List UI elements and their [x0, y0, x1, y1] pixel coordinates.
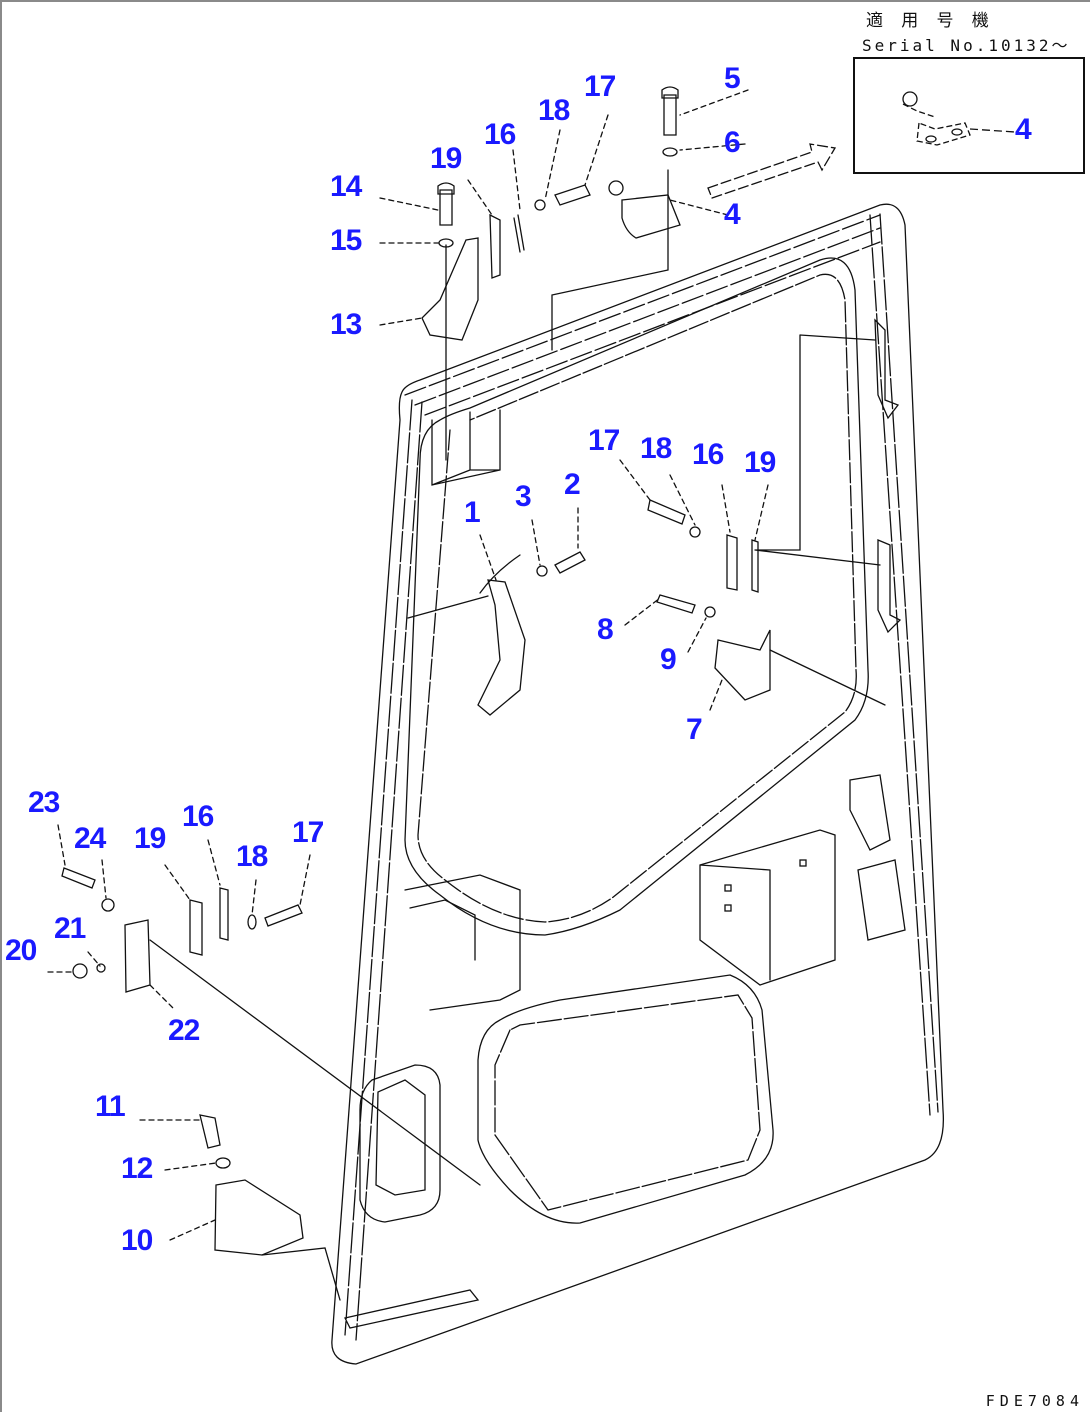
callout-11: 11 [95, 1090, 126, 1123]
door-inner-frame [344, 213, 939, 1341]
plate-22 [124, 919, 151, 993]
applicable-models-label: 適 用 号 機 [866, 11, 993, 31]
hinge-13 [421, 237, 479, 341]
callout-4: 4 [724, 198, 741, 231]
callout-1: 1 [464, 496, 481, 529]
serial-inset-box: 4 [853, 57, 1085, 174]
leader-lines [47, 89, 769, 1241]
callout-15: 15 [330, 224, 362, 257]
callout-18: 18 [236, 840, 268, 873]
callout-16: 16 [182, 800, 214, 833]
door-outer-frame [331, 203, 945, 1365]
callout-19: 19 [744, 446, 776, 479]
bolt-14 [437, 182, 455, 226]
callout-9: 9 [660, 643, 677, 676]
callout-6: 6 [724, 126, 741, 159]
serial-number-label: Serial No.10132～ [862, 36, 1071, 55]
right-hinge-plate [849, 774, 891, 851]
callout-24: 24 [74, 822, 106, 855]
callout-13: 13 [330, 308, 362, 341]
drawing-code: FDE7084 [985, 1392, 1084, 1410]
window-opening [404, 257, 869, 936]
shim-16-mid [726, 534, 738, 591]
inset-callout-4: 4 [1015, 113, 1032, 146]
shim-16-top [513, 214, 525, 253]
bolt-8 [656, 594, 696, 614]
callout-23: 23 [28, 786, 60, 819]
callout-5: 5 [724, 62, 741, 95]
callout-19: 19 [134, 822, 166, 855]
callout-12: 12 [121, 1152, 153, 1185]
lower-panel-recess [404, 874, 521, 1011]
lower-window-opening [477, 974, 774, 1224]
callout-20: 20 [5, 934, 37, 967]
controller-box [699, 829, 836, 986]
washer-6 [662, 147, 678, 157]
bolt-17-mid [647, 499, 686, 525]
callout-17: 17 [292, 816, 324, 849]
callout-3: 3 [515, 480, 532, 513]
inset-arrow [707, 143, 837, 199]
callout-22: 22 [168, 1014, 200, 1047]
handle-1 [477, 579, 526, 716]
plate-19-left [189, 899, 203, 956]
bolt-17-left [264, 904, 303, 927]
inset-bracket-drawing [902, 91, 1016, 146]
hinge-bracket-10 [214, 1179, 304, 1256]
inset-nut [902, 91, 918, 107]
bracket-4 [621, 194, 681, 239]
bolt-11 [199, 1114, 221, 1149]
callout-18: 18 [640, 432, 672, 465]
callout-16: 16 [484, 118, 516, 151]
striker-7 [714, 629, 771, 701]
bolt-23 [61, 867, 96, 889]
callout-19: 19 [430, 142, 462, 175]
callout-18: 18 [538, 94, 570, 127]
bolt-17-top [554, 184, 591, 206]
callout-14: 14 [330, 170, 362, 203]
bolt-2 [554, 551, 586, 574]
plate-19-mid [751, 539, 759, 593]
callout-2: 2 [564, 468, 581, 501]
shim-16-left [219, 887, 229, 941]
plate-19-top [489, 213, 501, 279]
callout-21: 21 [54, 912, 86, 945]
step-plate [344, 1289, 480, 1329]
callout-7: 7 [686, 713, 703, 746]
callout-8: 8 [597, 613, 614, 646]
callout-17: 17 [584, 70, 616, 103]
bolt-5 [661, 86, 679, 136]
callout-10: 10 [121, 1224, 153, 1257]
door-handle-recess [359, 1064, 441, 1223]
hinge-pocket [431, 409, 501, 486]
callout-17: 17 [588, 424, 620, 457]
callout-16: 16 [692, 438, 724, 471]
